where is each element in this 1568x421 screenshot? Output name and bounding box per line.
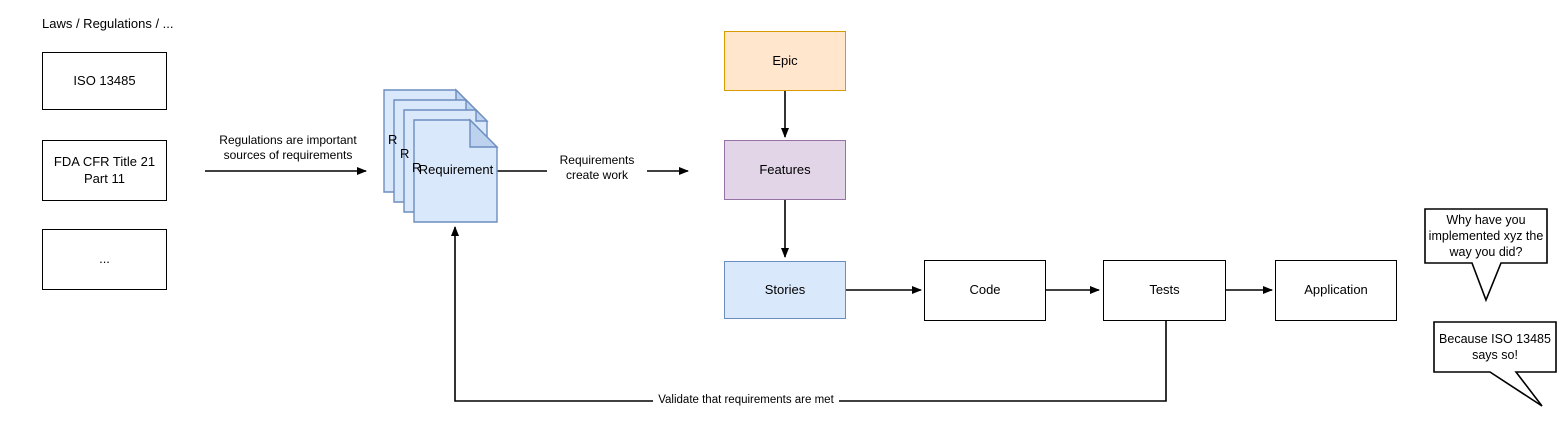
requirement-doc-1-front[interactable] xyxy=(413,118,499,223)
pipeline-box-code[interactable]: Code xyxy=(924,260,1046,321)
pipeline-label: Code xyxy=(969,282,1001,298)
speech-bubble-answer xyxy=(1433,321,1557,407)
edge-label-regulations: Regulations are important sources of req… xyxy=(208,133,368,163)
source-label: ISO 13485 xyxy=(73,72,136,88)
work-item-label: Features xyxy=(759,161,811,177)
laws-regulations-label: Laws / Regulations / ... xyxy=(42,16,174,31)
requirement-back-label-3: R xyxy=(388,132,398,147)
source-label: ... xyxy=(99,251,110,267)
work-item-stories[interactable]: Stories xyxy=(724,261,846,319)
pipeline-label: Tests xyxy=(1149,282,1180,298)
speech-bubble-question xyxy=(1424,208,1548,303)
requirement-front-label: Requirement xyxy=(418,162,494,177)
requirement-back-label-2: R xyxy=(400,146,410,161)
work-item-label: Epic xyxy=(772,52,798,68)
work-item-features[interactable]: Features xyxy=(724,140,846,200)
requirement-back-label-1: R xyxy=(412,160,422,175)
source-box-iso-13485[interactable]: ISO 13485 xyxy=(42,52,167,110)
edge-label-validate: Validate that requirements are met xyxy=(653,393,839,408)
source-label: FDA CFR Title 21 Part 11 xyxy=(53,154,156,186)
pipeline-box-application[interactable]: Application xyxy=(1275,260,1397,321)
work-item-epic[interactable]: Epic xyxy=(724,31,846,91)
work-item-label: Stories xyxy=(764,281,806,297)
source-box-fda-cfr[interactable]: FDA CFR Title 21 Part 11 xyxy=(42,140,167,201)
pipeline-label: Application xyxy=(1304,282,1368,298)
pipeline-box-tests[interactable]: Tests xyxy=(1103,260,1226,321)
source-box-ellipsis[interactable]: ... xyxy=(42,229,167,290)
edge-label-create-work: Requirements create work xyxy=(547,153,647,183)
